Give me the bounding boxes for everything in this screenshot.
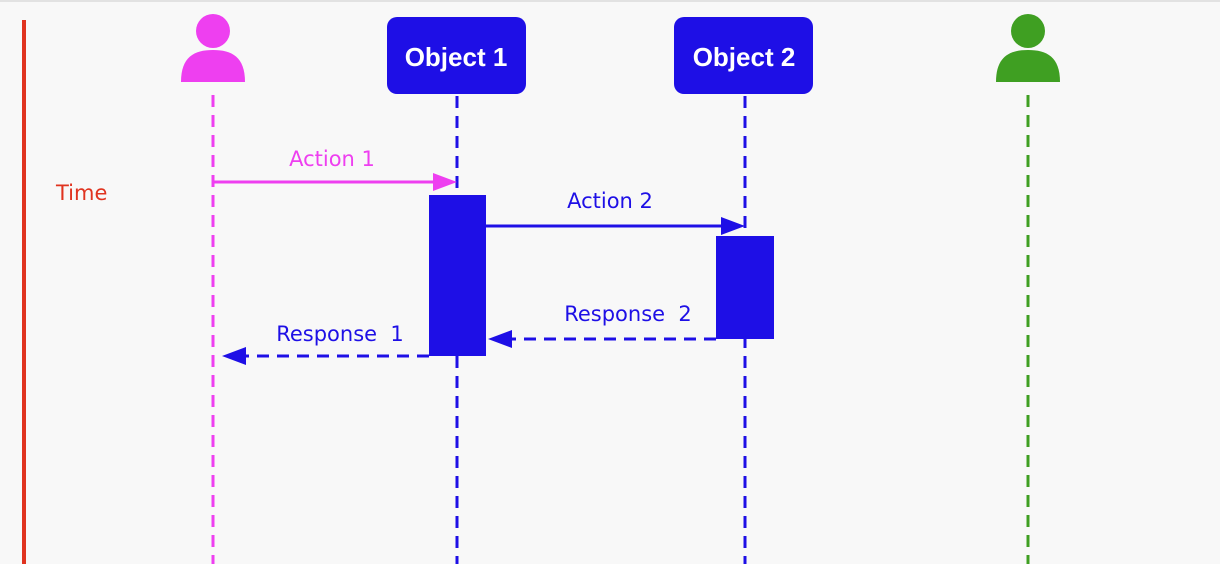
object-1-activation-bar [429,195,486,356]
response-2-label: Response 2 [564,302,692,326]
top-border [0,0,1220,2]
actor-left-person-icon [181,14,245,82]
object-2-activation-bar [716,236,774,339]
response-1-arrow [222,347,429,365]
action-1-label: Action 1 [289,147,375,171]
object-2-box: Object 2 [674,17,813,94]
object-1-box: Object 1 [387,17,526,94]
action-1-arrow [213,173,457,191]
actor-right-person-icon [996,14,1060,82]
object-1-label: Object 1 [405,42,508,72]
action-2-label: Action 2 [567,189,653,213]
time-label: Time [55,181,107,205]
action-2-arrow [486,217,745,235]
object-2-label: Object 2 [693,42,796,72]
response-2-arrow [488,330,716,348]
response-1-label: Response 1 [276,322,404,346]
